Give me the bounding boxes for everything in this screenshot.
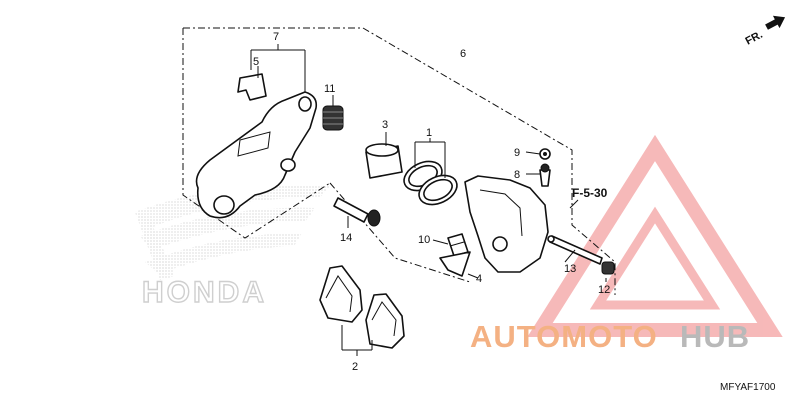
callout-9: 9 [514, 147, 520, 159]
pad-spring [439, 251, 471, 277]
watermark-triangle-logo [527, 134, 783, 337]
bracket-pin-hole [298, 96, 312, 112]
direction-arrow-icon [765, 15, 786, 30]
callout-1: 1 [426, 127, 432, 139]
piston-seal-set [403, 160, 458, 206]
honda-wing-logo [135, 185, 330, 280]
watermark-text-part2: HUB [680, 319, 750, 354]
boot-part [322, 105, 344, 131]
callout-11: 11 [324, 83, 335, 95]
honda-brand-outline: HONDA [142, 276, 267, 309]
callout-6: 6 [460, 48, 466, 60]
callout-2: 2 [352, 361, 358, 373]
diagram-code: MFYAF1700 [720, 382, 776, 393]
caliper-bracket [195, 91, 318, 219]
callout-3: 3 [382, 119, 388, 131]
bleeder-cap [539, 148, 551, 160]
pad-pin [547, 235, 603, 265]
mounting-bolt [447, 233, 469, 257]
caliper-piston [365, 143, 403, 179]
callout-13: 13 [564, 263, 576, 275]
caliper-body-contour [479, 189, 523, 237]
pin-plug [601, 261, 615, 275]
direction-label: FR. [744, 29, 765, 48]
brake-pad-set [319, 265, 405, 349]
caliper-port [492, 236, 508, 252]
callout-7: 7 [273, 31, 279, 43]
watermark-text-part1: AUTOMOTO [470, 319, 658, 354]
assembly-frame-6 [183, 27, 616, 295]
caliper-body [464, 175, 549, 273]
callout-8: 8 [514, 169, 520, 181]
bracket-rib [237, 131, 271, 157]
bracket-lower-hole [280, 158, 296, 172]
direction-indicator: FR. [744, 15, 786, 48]
callout-12: 12 [598, 284, 610, 296]
leader-lines [250, 44, 607, 356]
bracket-bolt-hole [213, 195, 235, 215]
callout-5: 5 [253, 56, 259, 68]
section-reference: F-5-30 [572, 186, 608, 200]
callout-10: 10 [418, 234, 430, 246]
callout-14: 14 [340, 232, 352, 244]
pad-retainer-clip [237, 73, 267, 101]
bleeder-screw [539, 163, 551, 187]
slide-pin [333, 197, 381, 227]
callout-4: 4 [476, 273, 482, 285]
